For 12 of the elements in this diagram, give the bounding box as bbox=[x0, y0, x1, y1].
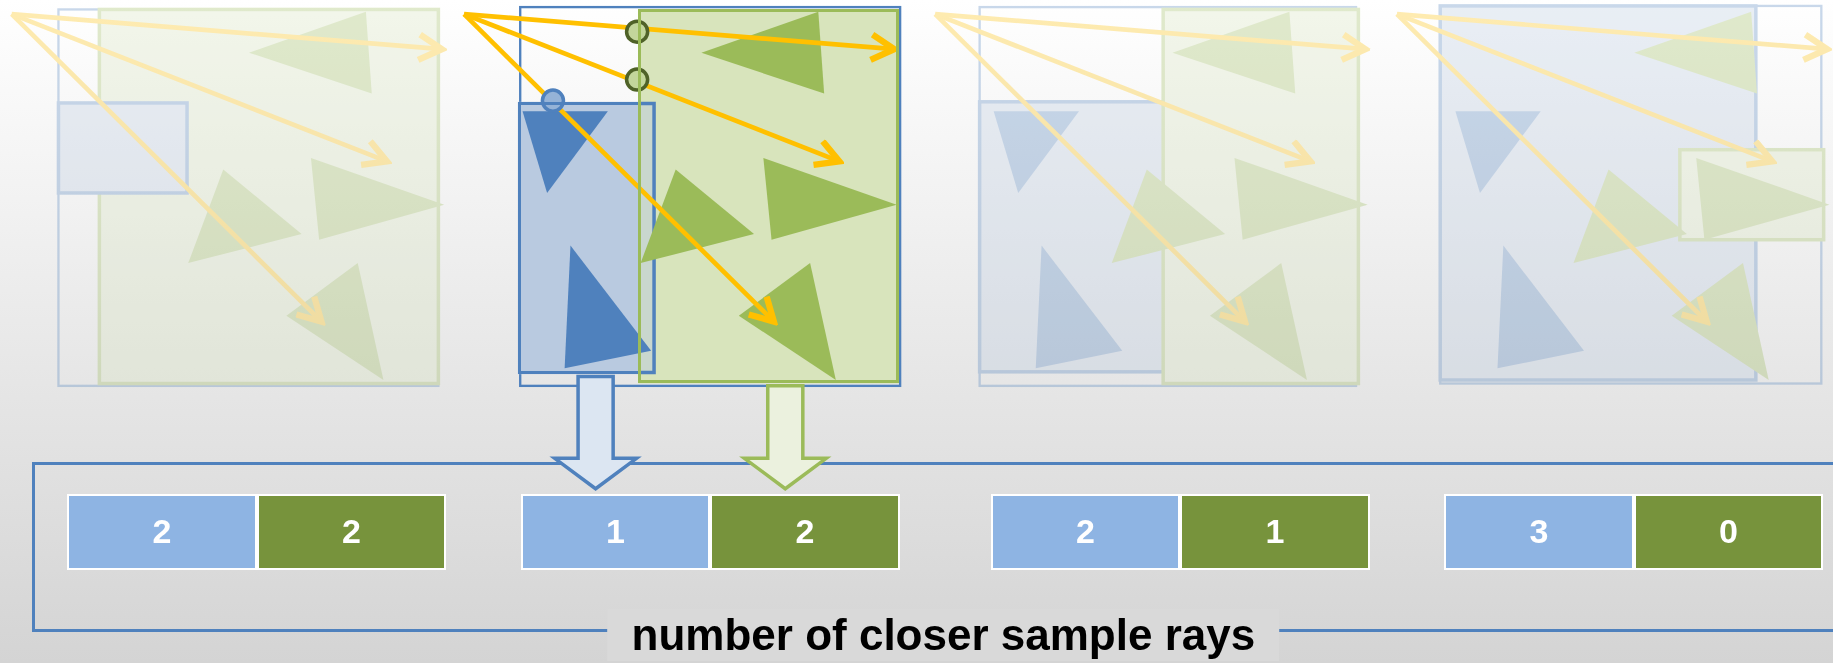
bounding-box bbox=[517, 101, 640, 375]
hollow-arrow bbox=[739, 384, 832, 491]
count-cell: 2 bbox=[990, 493, 1181, 570]
count-cell: 3 bbox=[1444, 493, 1634, 570]
count-cell: 2 bbox=[67, 493, 257, 570]
bounding-box bbox=[638, 9, 899, 384]
count-cell: 2 bbox=[256, 493, 447, 570]
count-cell: 2 bbox=[710, 493, 900, 570]
count-cell: 0 bbox=[1633, 493, 1824, 570]
count-cell: 1 bbox=[520, 493, 711, 570]
hollow-arrow bbox=[549, 374, 642, 491]
count-cell: 1 bbox=[1180, 493, 1370, 570]
